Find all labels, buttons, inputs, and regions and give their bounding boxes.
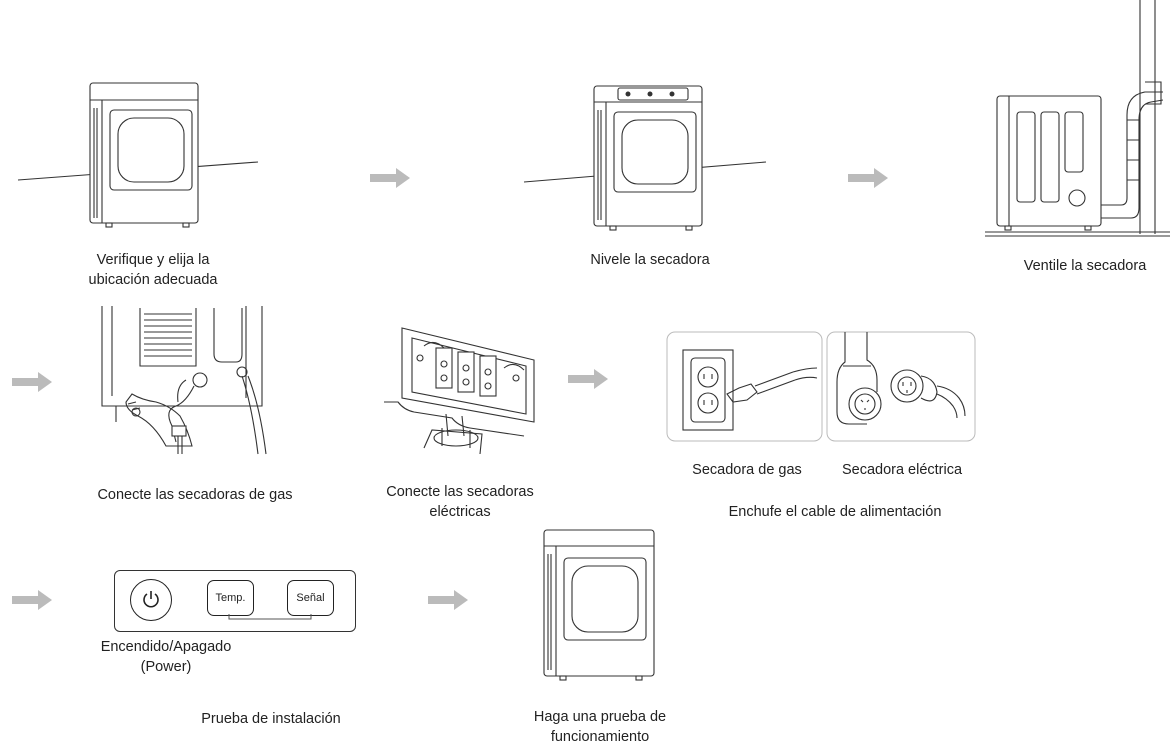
signal-button[interactable]: Señal (287, 580, 334, 616)
arrow-icon (848, 168, 888, 188)
dryer-vent-illustration (985, 0, 1170, 237)
arrow-icon (12, 372, 52, 392)
arrow-icon (568, 369, 608, 389)
caption-gas: Conecte las secadoras de gas (97, 487, 293, 503)
electric-plug-illustration (826, 331, 976, 442)
caption-level: Nivele la secadora (590, 252, 710, 268)
gas-plug-illustration (666, 331, 823, 442)
caption-electric: Conecte las secadoras eléctricas (386, 484, 534, 520)
dryer-level-illustration (523, 85, 767, 231)
caption-plug-gas: Secadora de gas (692, 462, 802, 478)
caption-vent: Ventile la secadora (1023, 258, 1147, 274)
arrow-icon (428, 590, 468, 610)
arrow-icon (370, 168, 410, 188)
power-button[interactable] (130, 579, 172, 621)
dryer-run-illustration (543, 529, 655, 681)
caption-location: Verifique y elija la ubicación adecuada (88, 252, 218, 288)
caption-plug-electric: Secadora eléctrica (841, 462, 963, 478)
button-bracket (228, 614, 312, 620)
caption-power: Encendido/Apagado (Power) (100, 639, 232, 675)
gas-connection-illustration (101, 306, 267, 455)
caption-run: Haga una prueba de funcionamiento (533, 709, 667, 745)
control-panel: Temp. Señal (114, 570, 356, 632)
temp-button[interactable]: Temp. (207, 580, 254, 616)
arrow-icon (12, 590, 52, 610)
electric-connection-illustration (384, 327, 535, 455)
dryer-location-illustration (17, 82, 259, 228)
caption-plug: Enchufe el cable de alimentación (728, 504, 942, 520)
caption-test: Prueba de instalación (201, 711, 341, 727)
power-icon (143, 591, 159, 608)
